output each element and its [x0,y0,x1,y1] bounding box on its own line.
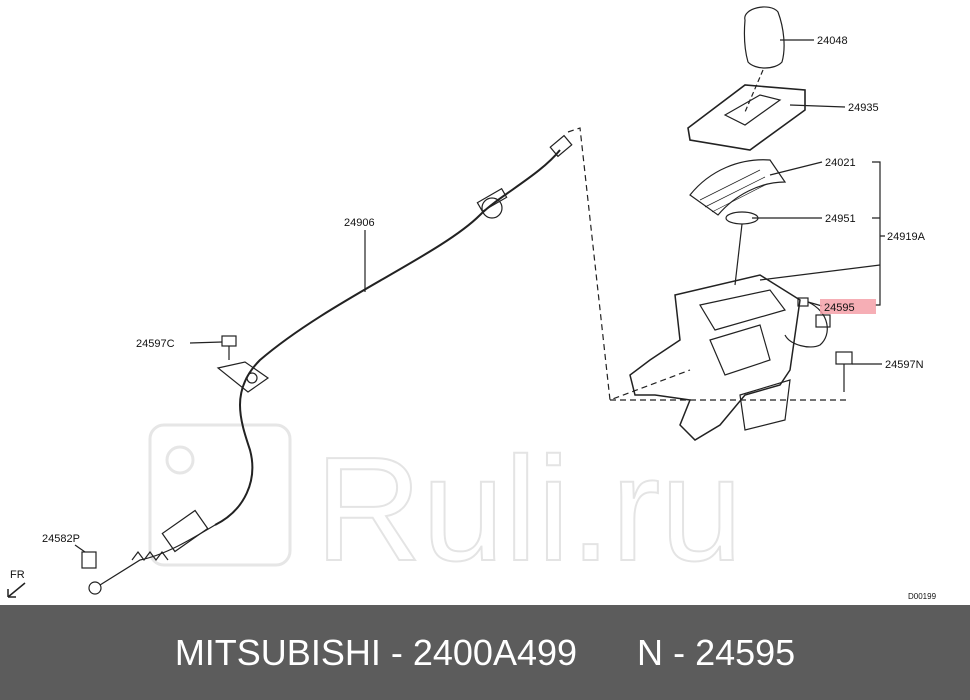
watermark: Ruli.ru [148,423,744,593]
part-label-24597n[interactable]: 24597N [885,359,924,371]
part-highlight-24595 [820,299,876,314]
footer-brand: MITSUBISHI [174,632,381,673]
shifter-detail [699,289,787,376]
part-label-24951[interactable]: 24951 [825,213,856,225]
parts-diagram: Ruli.ru [7,6,937,601]
watermark-logo-icon [165,445,195,475]
footer-ref-separator: - [673,632,686,673]
leader-24582p [74,544,86,553]
knob-shaft [744,69,764,113]
watermark-logo-box [148,423,292,567]
watermark-text: Ruli.ru [315,427,743,592]
footer-ref-prefix: N [637,632,664,673]
leader-24021 [769,161,823,176]
direction-label: FR [10,569,25,581]
footer-ref-number: 24595 [695,632,796,673]
indicator-panel [687,84,806,151]
cable-end-nut [81,551,97,569]
leader-24595 [807,301,823,307]
footer-separator: - [390,632,403,673]
part-label-24595[interactable]: 24595 [824,302,855,314]
bracket-bolt-hole [246,372,258,384]
part-label-24906[interactable]: 24906 [344,217,375,229]
footer-part-number: 2400A499 [412,632,578,673]
cable-grommet [476,187,508,213]
part-label-24582p[interactable]: 24582P [42,533,80,545]
part-label-24048[interactable]: 24048 [817,35,848,47]
part-label-24919a[interactable]: 24919A [887,231,926,243]
slide-cover-ribs [699,169,768,213]
bracket-24919a [872,161,885,306]
shift-cable-end [99,524,216,586]
bolt-24597n-head [835,351,853,365]
dashed-link-line [567,127,691,401]
bolt-24597c-head [221,335,237,347]
slide-cover [689,159,787,216]
shifter-base [739,379,791,431]
lever-rod [734,223,743,286]
shift-knob [743,6,785,69]
solenoid-connector [815,314,831,328]
cable-adjuster [161,509,209,553]
cable-clevis [549,134,573,158]
front-direction-arrow-icon [7,582,26,598]
cable-end-eye [88,581,102,595]
diagram-code: D00199 [908,592,937,601]
leader-24919a-to-body [759,264,881,281]
part-label-24021[interactable]: 24021 [825,157,856,169]
cable-boot [481,197,503,219]
shift-cable [214,149,561,526]
footer-title: MITSUBISHI - 2400A499 N - 24595 [0,605,970,700]
footer-bar: MITSUBISHI - 2400A499 N - 24595 [0,605,970,700]
cable-spring [131,551,169,561]
indicator-gate [723,94,782,126]
shifter-assembly [629,274,801,441]
drawing-lines [7,6,885,598]
leader-24597c [189,341,223,344]
leader-24935 [789,104,846,108]
part-label-24597c[interactable]: 24597C [136,338,175,350]
part-label-24935[interactable]: 24935 [848,102,879,114]
cable-bracket [216,361,270,393]
